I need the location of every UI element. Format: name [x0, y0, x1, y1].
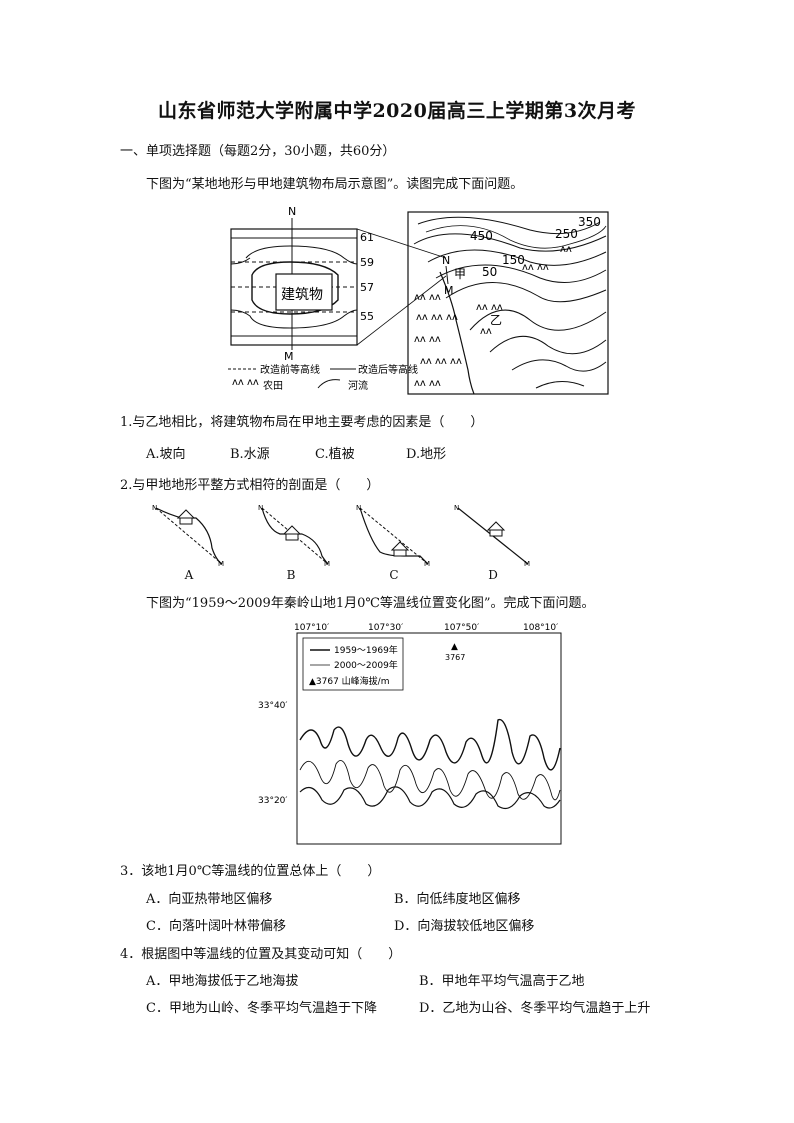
profile-option-A: NM	[152, 504, 224, 568]
farmland-marks-4: ᴧᴧ ᴧᴧ ᴧᴧ	[420, 356, 462, 367]
contour-label-250: 250	[555, 227, 578, 241]
contour-label-57: 57	[360, 281, 374, 294]
figure-isotherm-map: 1959～1969年 2000～2009年 ▲3767 山峰海拔/m ▲ 376…	[258, 623, 562, 845]
right-panel-contour-map: ᴧᴧ ᴧᴧ ᴧᴧ ᴧᴧ ᴧᴧ ᴧᴧ ᴧᴧ ᴧᴧ ᴧᴧ ᴧᴧ ᴧᴧ ᴧᴧ ᴧᴧ ᴧ…	[407, 211, 609, 395]
q3-option-b[interactable]: B．向低纬度地区偏移	[394, 892, 521, 907]
north-label: N	[288, 205, 296, 218]
q3-option-c[interactable]: C．向落叶阔叶林带偏移	[146, 919, 286, 934]
farmland-symbol: ᴧᴧ ᴧᴧ	[232, 377, 259, 388]
farmland-marks-1: ᴧᴧ ᴧᴧ	[414, 292, 441, 303]
contour-label-150: 150	[502, 253, 525, 267]
peak-label: 3767	[445, 653, 465, 662]
svg-text:M: M	[218, 560, 224, 568]
lon-107-50: 107°50′	[444, 623, 479, 633]
lat-33-40: 33°40′	[258, 701, 287, 711]
q1-option-c[interactable]: C.植被	[315, 447, 355, 462]
question-4-stem: 4．根据图中等温线的位置及其变动可知（ ）	[120, 947, 402, 962]
q4-option-a[interactable]: A．甲地海拔低于乙地海拔	[146, 974, 299, 989]
contour-label-450: 450	[470, 229, 493, 243]
lon-108-10: 108°10′	[523, 623, 558, 633]
contour-label-61: 61	[360, 231, 374, 244]
q2-option-a[interactable]: A	[184, 568, 194, 582]
right-north-label: N	[442, 254, 450, 267]
svg-text:M: M	[324, 560, 330, 568]
question-3-stem: 3．该地1月0℃等温线的位置总体上（ ）	[120, 864, 381, 879]
svg-text:N: N	[258, 504, 263, 512]
intro-text-1: 下图为“某地地形与甲地建筑物布局示意图”。读图完成下面问题。	[146, 177, 524, 192]
profile-option-C: NM	[356, 504, 430, 568]
q4-option-d[interactable]: D．乙地为山谷、冬季平均气温趋于上升	[419, 1001, 651, 1016]
lon-107-10: 107°10′	[294, 623, 329, 633]
q2-option-c[interactable]: C	[389, 568, 399, 582]
river-symbol	[317, 379, 341, 389]
legend-after: 改造后等高线	[358, 363, 418, 376]
farmland-marks-6: ᴧᴧ ᴧᴧ	[476, 302, 503, 313]
legend-1959: 1959～1969年	[334, 644, 398, 656]
farmland-marks-5: ᴧᴧ ᴧᴧ	[414, 378, 441, 389]
lon-107-30: 107°30′	[368, 623, 403, 633]
map-legend	[302, 637, 404, 691]
contour-label-350: 350	[578, 215, 601, 229]
question-2-stem: 2.与甲地地形平整方式相符的剖面是（ ）	[120, 478, 380, 493]
peak-marker: ▲	[451, 642, 458, 652]
farmland-marks-3: ᴧᴧ ᴧᴧ	[414, 334, 441, 345]
left-panel-diagram: N 建筑物 61 59 57 55 M 改造前等高线 改造后等高线 ᴧᴧ ᴧᴧ …	[228, 205, 447, 392]
q4-option-c[interactable]: C．甲地为山岭、冬季平均气温趋于下降	[146, 1001, 377, 1016]
legend-river: 河流	[348, 379, 368, 392]
q3-option-a[interactable]: A．向亚热带地区偏移	[146, 892, 273, 907]
south-label: M	[284, 350, 294, 363]
legend-before: 改造前等高线	[260, 363, 320, 376]
legend-peak: ▲3767 山峰海拔/m	[309, 675, 390, 687]
q2-option-d[interactable]: D	[488, 568, 498, 582]
place-jia: 甲	[454, 267, 466, 281]
place-yi: 乙	[490, 313, 502, 327]
q3-option-d[interactable]: D．向海拔较低地区偏移	[394, 919, 535, 934]
section-heading: 一、单项选择题（每题2分，30小题，共60分）	[120, 144, 396, 159]
q1-option-b[interactable]: B.水源	[230, 447, 270, 462]
right-south-label: M	[444, 284, 454, 297]
svg-text:M: M	[424, 560, 430, 568]
svg-text:M: M	[524, 560, 530, 568]
farmland-marks-8: ᴧᴧ ᴧᴧ	[522, 262, 549, 273]
contour-label-55: 55	[360, 310, 374, 323]
q1-option-d[interactable]: D.地形	[406, 447, 447, 462]
svg-text:N: N	[356, 504, 361, 512]
lat-33-20: 33°20′	[258, 796, 287, 806]
contour-label-59: 59	[360, 256, 374, 269]
q2-option-b[interactable]: B	[286, 568, 296, 582]
intro-text-2: 下图为“1959～2009年秦岭山地1月0℃等温线位置变化图”。完成下面问题。	[146, 596, 595, 611]
building-label: 建筑物	[281, 287, 323, 303]
svg-text:N: N	[152, 504, 157, 512]
svg-text:N: N	[454, 504, 459, 512]
profile-option-D: NM	[454, 504, 530, 568]
farmland-marks-7: ᴧᴧ	[480, 326, 492, 337]
q1-option-a[interactable]: A.坡向	[146, 447, 186, 462]
page-title: 山东省师范大学附属中学2020届高三上学期第3次月考	[157, 100, 637, 122]
contour-label-50: 50	[482, 265, 497, 279]
question-1-stem: 1.与乙地相比，将建筑物布局在甲地主要考虑的因素是（ ）	[120, 415, 484, 430]
legend-2000: 2000～2009年	[334, 659, 398, 671]
farmland-marks-2: ᴧᴧ ᴧᴧ ᴧᴧ	[416, 312, 458, 323]
profile-option-B: NM	[258, 504, 330, 568]
legend-farmland: 农田	[263, 379, 283, 392]
q4-option-b[interactable]: B．甲地年平均气温高于乙地	[419, 974, 585, 989]
farmland-marks-9: ᴧᴧ	[560, 244, 572, 255]
